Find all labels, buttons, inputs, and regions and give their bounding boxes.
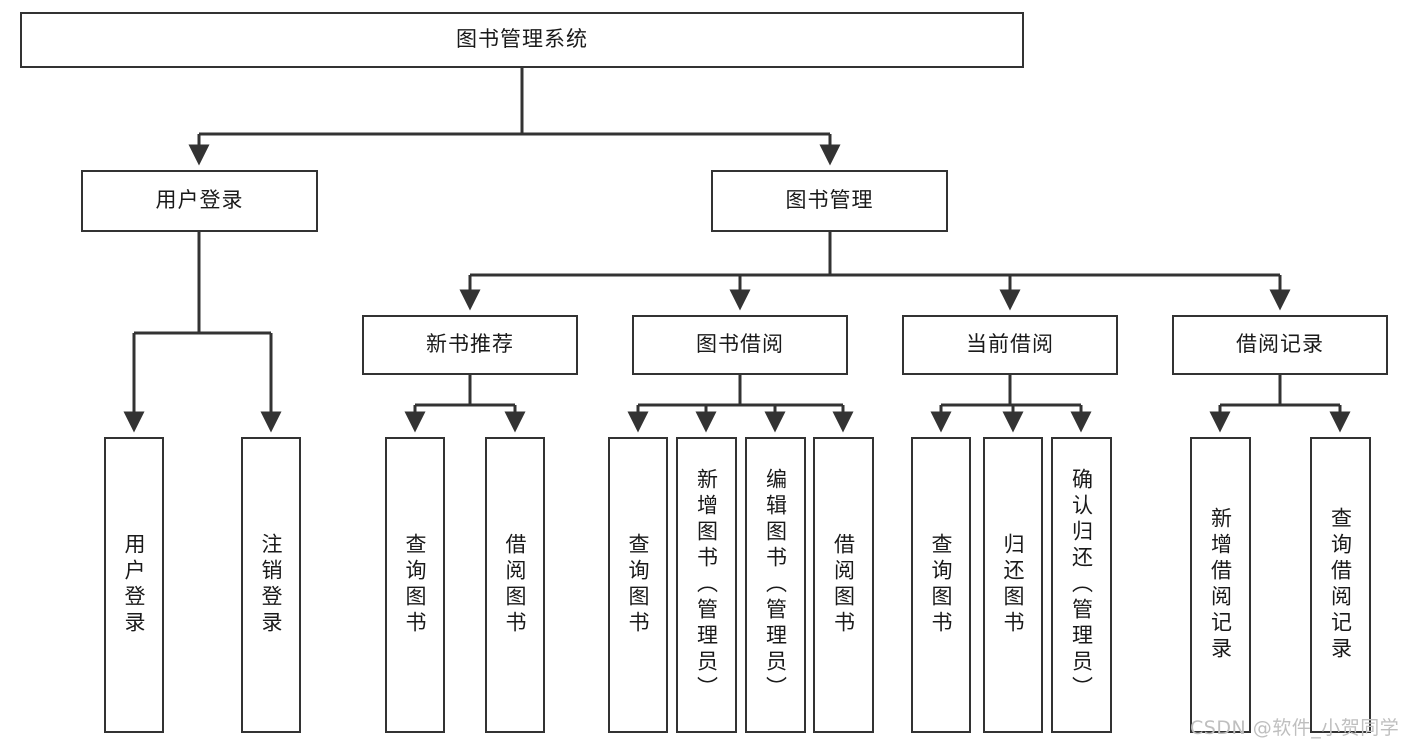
leaf-add-book[interactable]: 新增图书（管理员） [676,437,737,733]
node-book-borrow-label: 图书借阅 [696,332,784,357]
leaf-add-record-label: 新增借阅记录 [1208,507,1233,663]
node-book-management-label: 图书管理 [785,188,874,213]
leaf-borrow-book-1[interactable]: 借阅图书 [485,437,545,733]
node-current-borrow-label: 当前借阅 [966,332,1054,357]
leaf-user-login[interactable]: 用户登录 [104,437,164,733]
leaf-query-book-3-label: 查询图书 [929,533,954,637]
leaf-return-book[interactable]: 归还图书 [983,437,1043,733]
node-book-management[interactable]: 图书管理 [711,170,948,232]
leaf-query-book-2-label: 查询图书 [626,533,651,637]
leaf-query-book-1-label: 查询图书 [403,533,428,637]
leaf-confirm-return[interactable]: 确认归还（管理员） [1051,437,1112,733]
leaf-edit-book[interactable]: 编辑图书（管理员） [745,437,806,733]
leaf-borrow-book-2[interactable]: 借阅图书 [813,437,874,733]
leaf-user-login-label: 用户登录 [122,533,147,637]
leaf-borrow-book-1-label: 借阅图书 [503,533,528,637]
node-user-login-label: 用户登录 [155,188,244,213]
node-root-label: 图书管理系统 [456,27,588,52]
leaf-borrow-book-2-label: 借阅图书 [831,533,856,637]
node-root[interactable]: 图书管理系统 [20,12,1024,68]
leaf-query-book-1[interactable]: 查询图书 [385,437,445,733]
leaf-logout[interactable]: 注销登录 [241,437,301,733]
leaf-add-record[interactable]: 新增借阅记录 [1190,437,1251,733]
node-book-borrow[interactable]: 图书借阅 [632,315,848,375]
leaf-confirm-return-label: 确认归还（管理员） [1069,468,1094,702]
leaf-return-book-label: 归还图书 [1001,533,1026,637]
leaf-query-book-2[interactable]: 查询图书 [608,437,668,733]
node-borrow-record-label: 借阅记录 [1236,332,1324,357]
node-new-book-recommend[interactable]: 新书推荐 [362,315,578,375]
leaf-query-record[interactable]: 查询借阅记录 [1310,437,1371,733]
leaf-query-record-label: 查询借阅记录 [1328,507,1353,663]
node-new-book-recommend-label: 新书推荐 [426,332,514,357]
node-borrow-record[interactable]: 借阅记录 [1172,315,1388,375]
leaf-logout-label: 注销登录 [259,533,284,637]
leaf-add-book-label: 新增图书（管理员） [694,468,719,702]
node-user-login[interactable]: 用户登录 [81,170,318,232]
node-current-borrow[interactable]: 当前借阅 [902,315,1118,375]
leaf-query-book-3[interactable]: 查询图书 [911,437,971,733]
leaf-edit-book-label: 编辑图书（管理员） [763,468,788,702]
